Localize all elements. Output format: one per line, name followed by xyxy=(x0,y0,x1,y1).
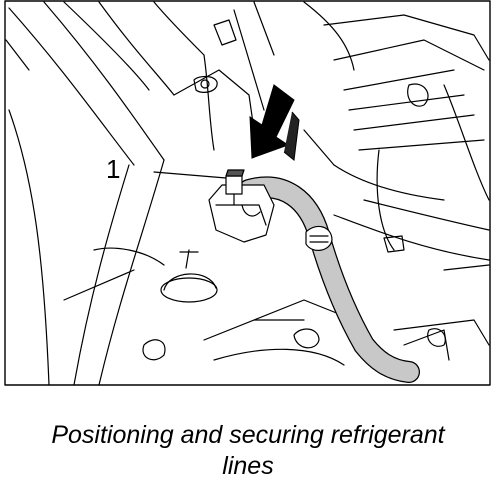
callout-leader-line xyxy=(153,171,227,179)
upper-bracket xyxy=(173,1,275,131)
mounting-block xyxy=(208,169,275,243)
caption-line-1: Positioning and securing refrigerant xyxy=(51,421,445,449)
refrigerant-line-illustration xyxy=(4,0,491,386)
body-panel-lines xyxy=(5,1,215,386)
refrigerant-line xyxy=(238,176,420,383)
lower-mounts xyxy=(63,247,355,366)
engine-compartment-parts xyxy=(303,1,490,271)
callout-number: 1 xyxy=(106,154,121,184)
line-clamp xyxy=(305,225,333,251)
lower-right-bracket xyxy=(393,319,490,361)
caption-line-2: lines xyxy=(222,452,274,480)
direction-arrow xyxy=(249,84,300,161)
illustration-frame xyxy=(4,0,491,386)
figure-caption: Positioning and securing refrigerant lin… xyxy=(0,420,496,482)
